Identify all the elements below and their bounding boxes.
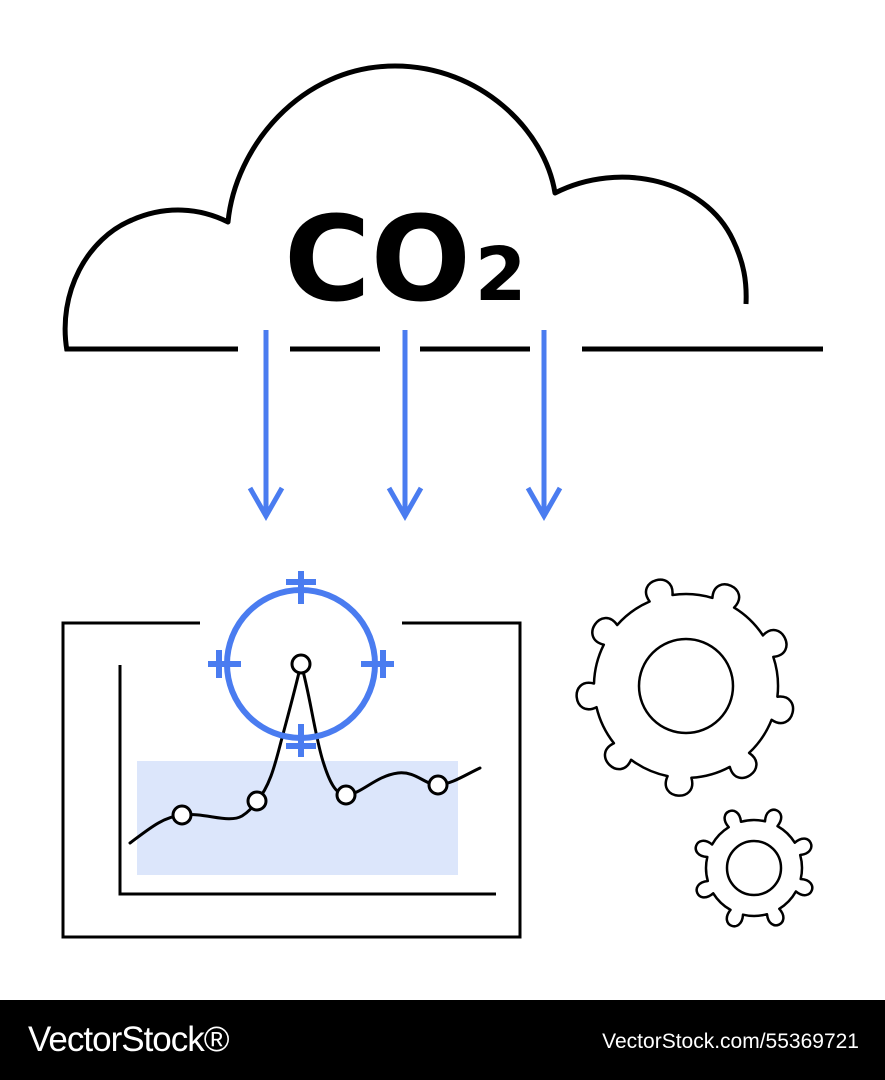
co2-label: CO2	[284, 190, 526, 328]
down-arrow-icons	[247, 330, 563, 522]
down-arrow-icon-right	[525, 330, 563, 522]
large-gear-icon	[575, 578, 795, 797]
chart-point	[290, 653, 312, 675]
chart-point	[335, 784, 357, 806]
down-arrow-icon-left	[247, 330, 285, 522]
line-chart-icon	[118, 653, 496, 896]
co2-monitoring-illustration: CO2	[61, 63, 823, 939]
chart-point	[171, 804, 193, 826]
chart-point	[246, 790, 268, 812]
down-arrow-icon-center	[386, 330, 424, 522]
small-gear-icon	[694, 808, 814, 928]
gear-hub	[637, 637, 735, 735]
target-crosshair-icon	[208, 571, 394, 757]
chart-point	[427, 774, 449, 796]
chart-points	[171, 653, 449, 826]
gear-hub	[725, 839, 783, 897]
brand-logo-text: VectorStock®	[28, 1020, 230, 1059]
watermark-footer: VectorStock® VectorStock.com/55369721	[0, 1000, 885, 1080]
monitor-frame-icon	[61, 621, 522, 939]
cloud-icon	[62, 63, 823, 352]
chart-axes	[118, 665, 496, 896]
image-id-text: VectorStock.com/55369721	[602, 1030, 859, 1053]
